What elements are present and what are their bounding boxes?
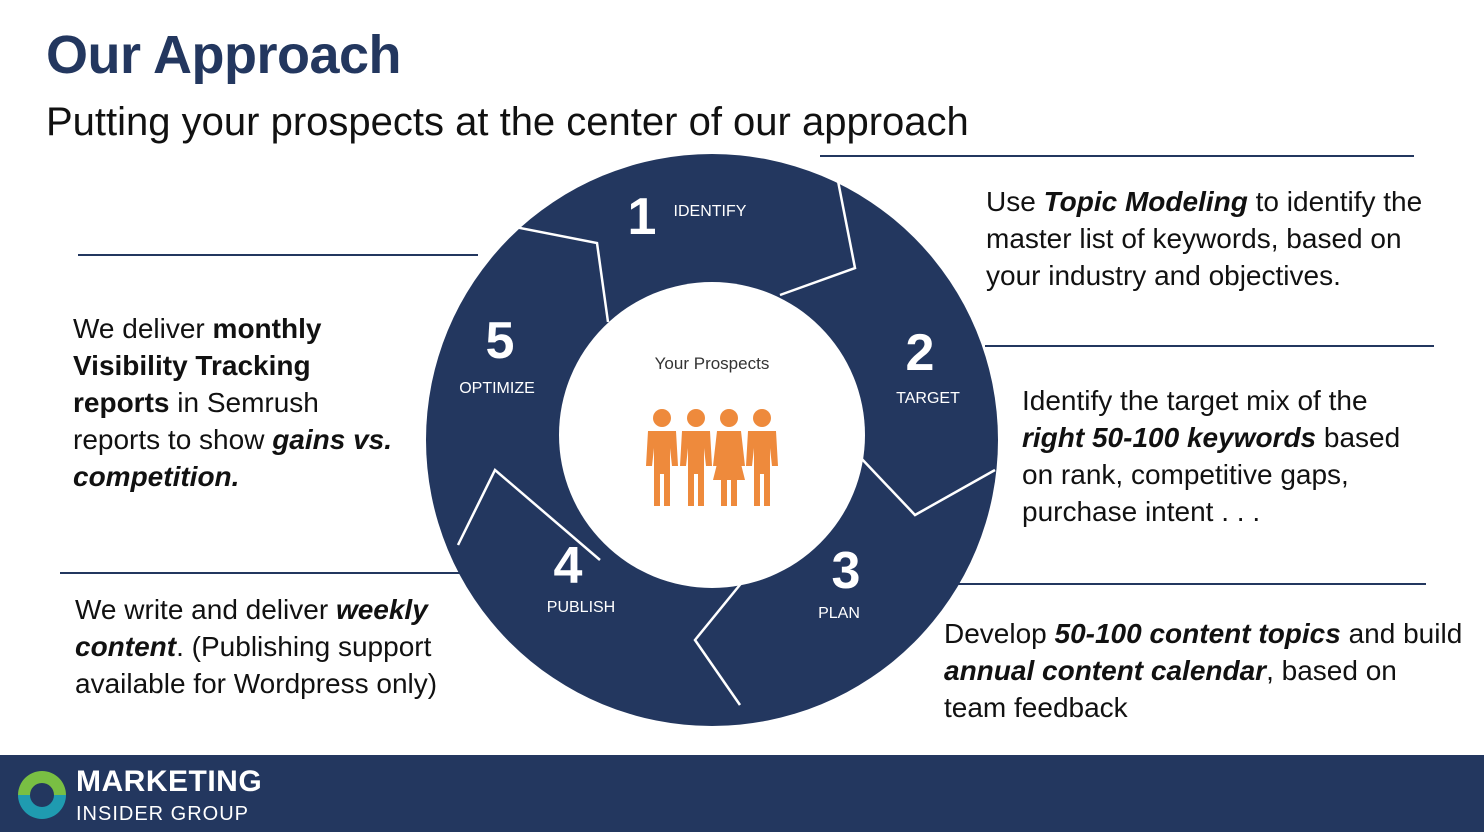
segment-separator	[504, 223, 610, 323]
center-label: Your Prospects	[655, 354, 770, 373]
step-number-5: 5	[486, 312, 515, 370]
center-circle	[559, 282, 865, 588]
target-description: Identify the target mix of the right 50-…	[1022, 385, 1401, 527]
page-subtitle: Putting your prospects at the center of …	[46, 100, 969, 144]
brand-subtitle: INSIDER GROUP	[76, 803, 250, 825]
step-number-3: 3	[832, 542, 861, 600]
emphasis-text: annual content calendar	[944, 655, 1267, 686]
segment-separator	[693, 569, 753, 706]
publish-description: We write and deliver weekly content. (Pu…	[75, 594, 438, 699]
step-number-4: 4	[554, 537, 583, 595]
step-label-optimize: OPTIMIZE	[459, 380, 535, 397]
emphasis-text: 50-100 content topics	[1054, 618, 1341, 649]
emphasis-text: Topic Modeling	[1043, 186, 1248, 217]
page-title: Our Approach	[46, 25, 402, 85]
brand-name: MARKETING	[76, 765, 263, 798]
emphasis-text: gains vs. competition.	[73, 424, 393, 492]
footer-bar: MARKETING INSIDER GROUP	[0, 755, 1484, 832]
plan-description: Develop 50-100 content topics and build …	[944, 618, 1463, 723]
emphasis-text: weekly content	[75, 594, 428, 662]
step-label-publish: PUBLISH	[547, 599, 615, 616]
approach-cycle-diagram: Your Prospects 1 IDENTIFY 2 TARGET 3 PLA…	[60, 154, 1434, 726]
people-icon	[646, 409, 778, 506]
optimize-description: We deliver monthly Visibility Tracking r…	[73, 313, 393, 492]
emphasis-text: right 50-100 keywords	[1022, 422, 1317, 453]
segment-separator	[779, 180, 857, 297]
emphasis-text: monthly Visibility Tracking reports	[73, 313, 322, 418]
step-label-identify: IDENTIFY	[674, 203, 747, 220]
brand-logo-icon	[18, 771, 66, 819]
segment-separator	[859, 456, 996, 517]
step-label-plan: PLAN	[818, 605, 860, 622]
step-label-target: TARGET	[896, 390, 960, 407]
identify-description: Use Topic Modeling to identify the maste…	[986, 186, 1423, 291]
step-number-1: 1	[628, 188, 657, 246]
step-number-2: 2	[906, 324, 935, 382]
segment-separator	[456, 468, 601, 561]
